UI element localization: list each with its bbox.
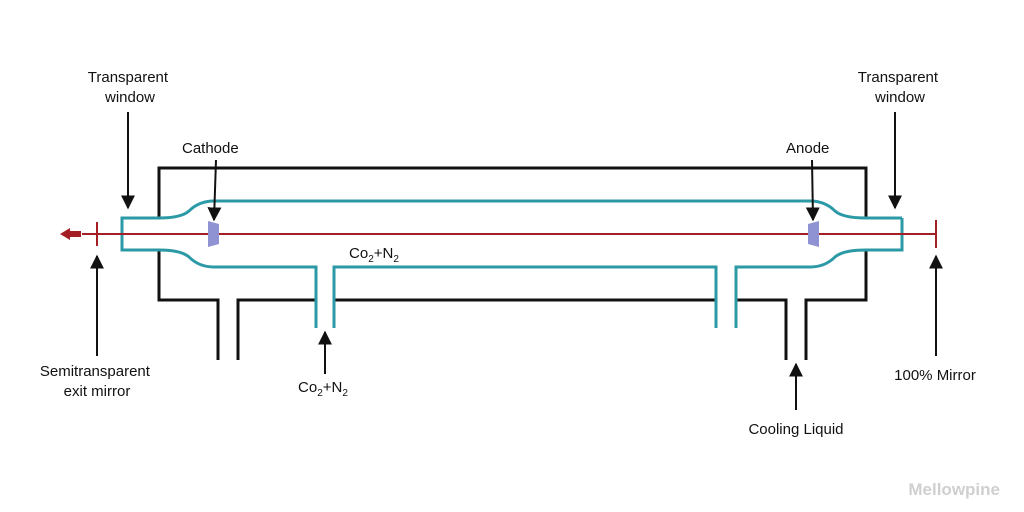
watermark-logo: Mellowpine [908,480,1000,499]
laser-beam [60,220,937,248]
arrow-cathode [207,159,222,222]
label-transparent-window-left-line1: Transparent [88,69,169,86]
label-semitransparent-mirror-line1: Semitransparent [40,363,151,380]
label-transparent-window-right: Transparent window [858,69,943,106]
tube-bottom-right-wall [734,218,904,328]
gas-inside-mid: +N [374,245,394,262]
anode-electrode [808,221,819,247]
label-gas-inlet: Co2+N2 [298,379,348,399]
arrow-anode [805,159,820,222]
gas-inside-sub2: 2 [393,254,399,265]
gas-inside-base: Co [349,245,368,262]
jacket-bottom-right-wall [804,250,868,360]
label-semitransparent-mirror-line2: exit mirror [64,383,131,400]
gas-inlet-mid: +N [323,379,343,396]
label-transparent-window-left: Transparent window [88,69,173,106]
pointer-arrows [90,112,943,410]
discharge-tube [120,199,904,328]
cathode-electrode [208,221,219,247]
cooling-jacket [157,166,868,360]
tube-top-wall [120,199,902,328]
jacket-top-wall [157,166,868,218]
label-gas-inside: Co2+N2 [349,245,399,265]
jacket-bottom-right-mid-wall [736,298,788,360]
gas-inlet-base: Co [298,379,317,396]
label-anode: Anode [786,140,829,157]
label-100-mirror: 100% Mirror [894,367,976,384]
label-cathode: Cathode [182,140,239,157]
jacket-bottom-left-wall [157,250,220,360]
gas-inlet-sub1: 2 [317,388,323,399]
gas-inlet-sub2: 2 [342,388,348,399]
label-transparent-window-left-line2: window [104,89,155,106]
label-transparent-window-right-line1: Transparent [858,69,939,86]
label-cooling-liquid: Cooling Liquid [748,421,843,438]
tube-bottom-wall [332,265,718,328]
label-transparent-window-right-line2: window [874,89,925,106]
jacket-bottom-mid-wall [236,298,316,360]
label-semitransparent-mirror: Semitransparent exit mirror [40,363,154,400]
electrodes [208,221,819,247]
output-beam-arrow [60,228,81,240]
gas-inside-sub1: 2 [368,254,374,265]
